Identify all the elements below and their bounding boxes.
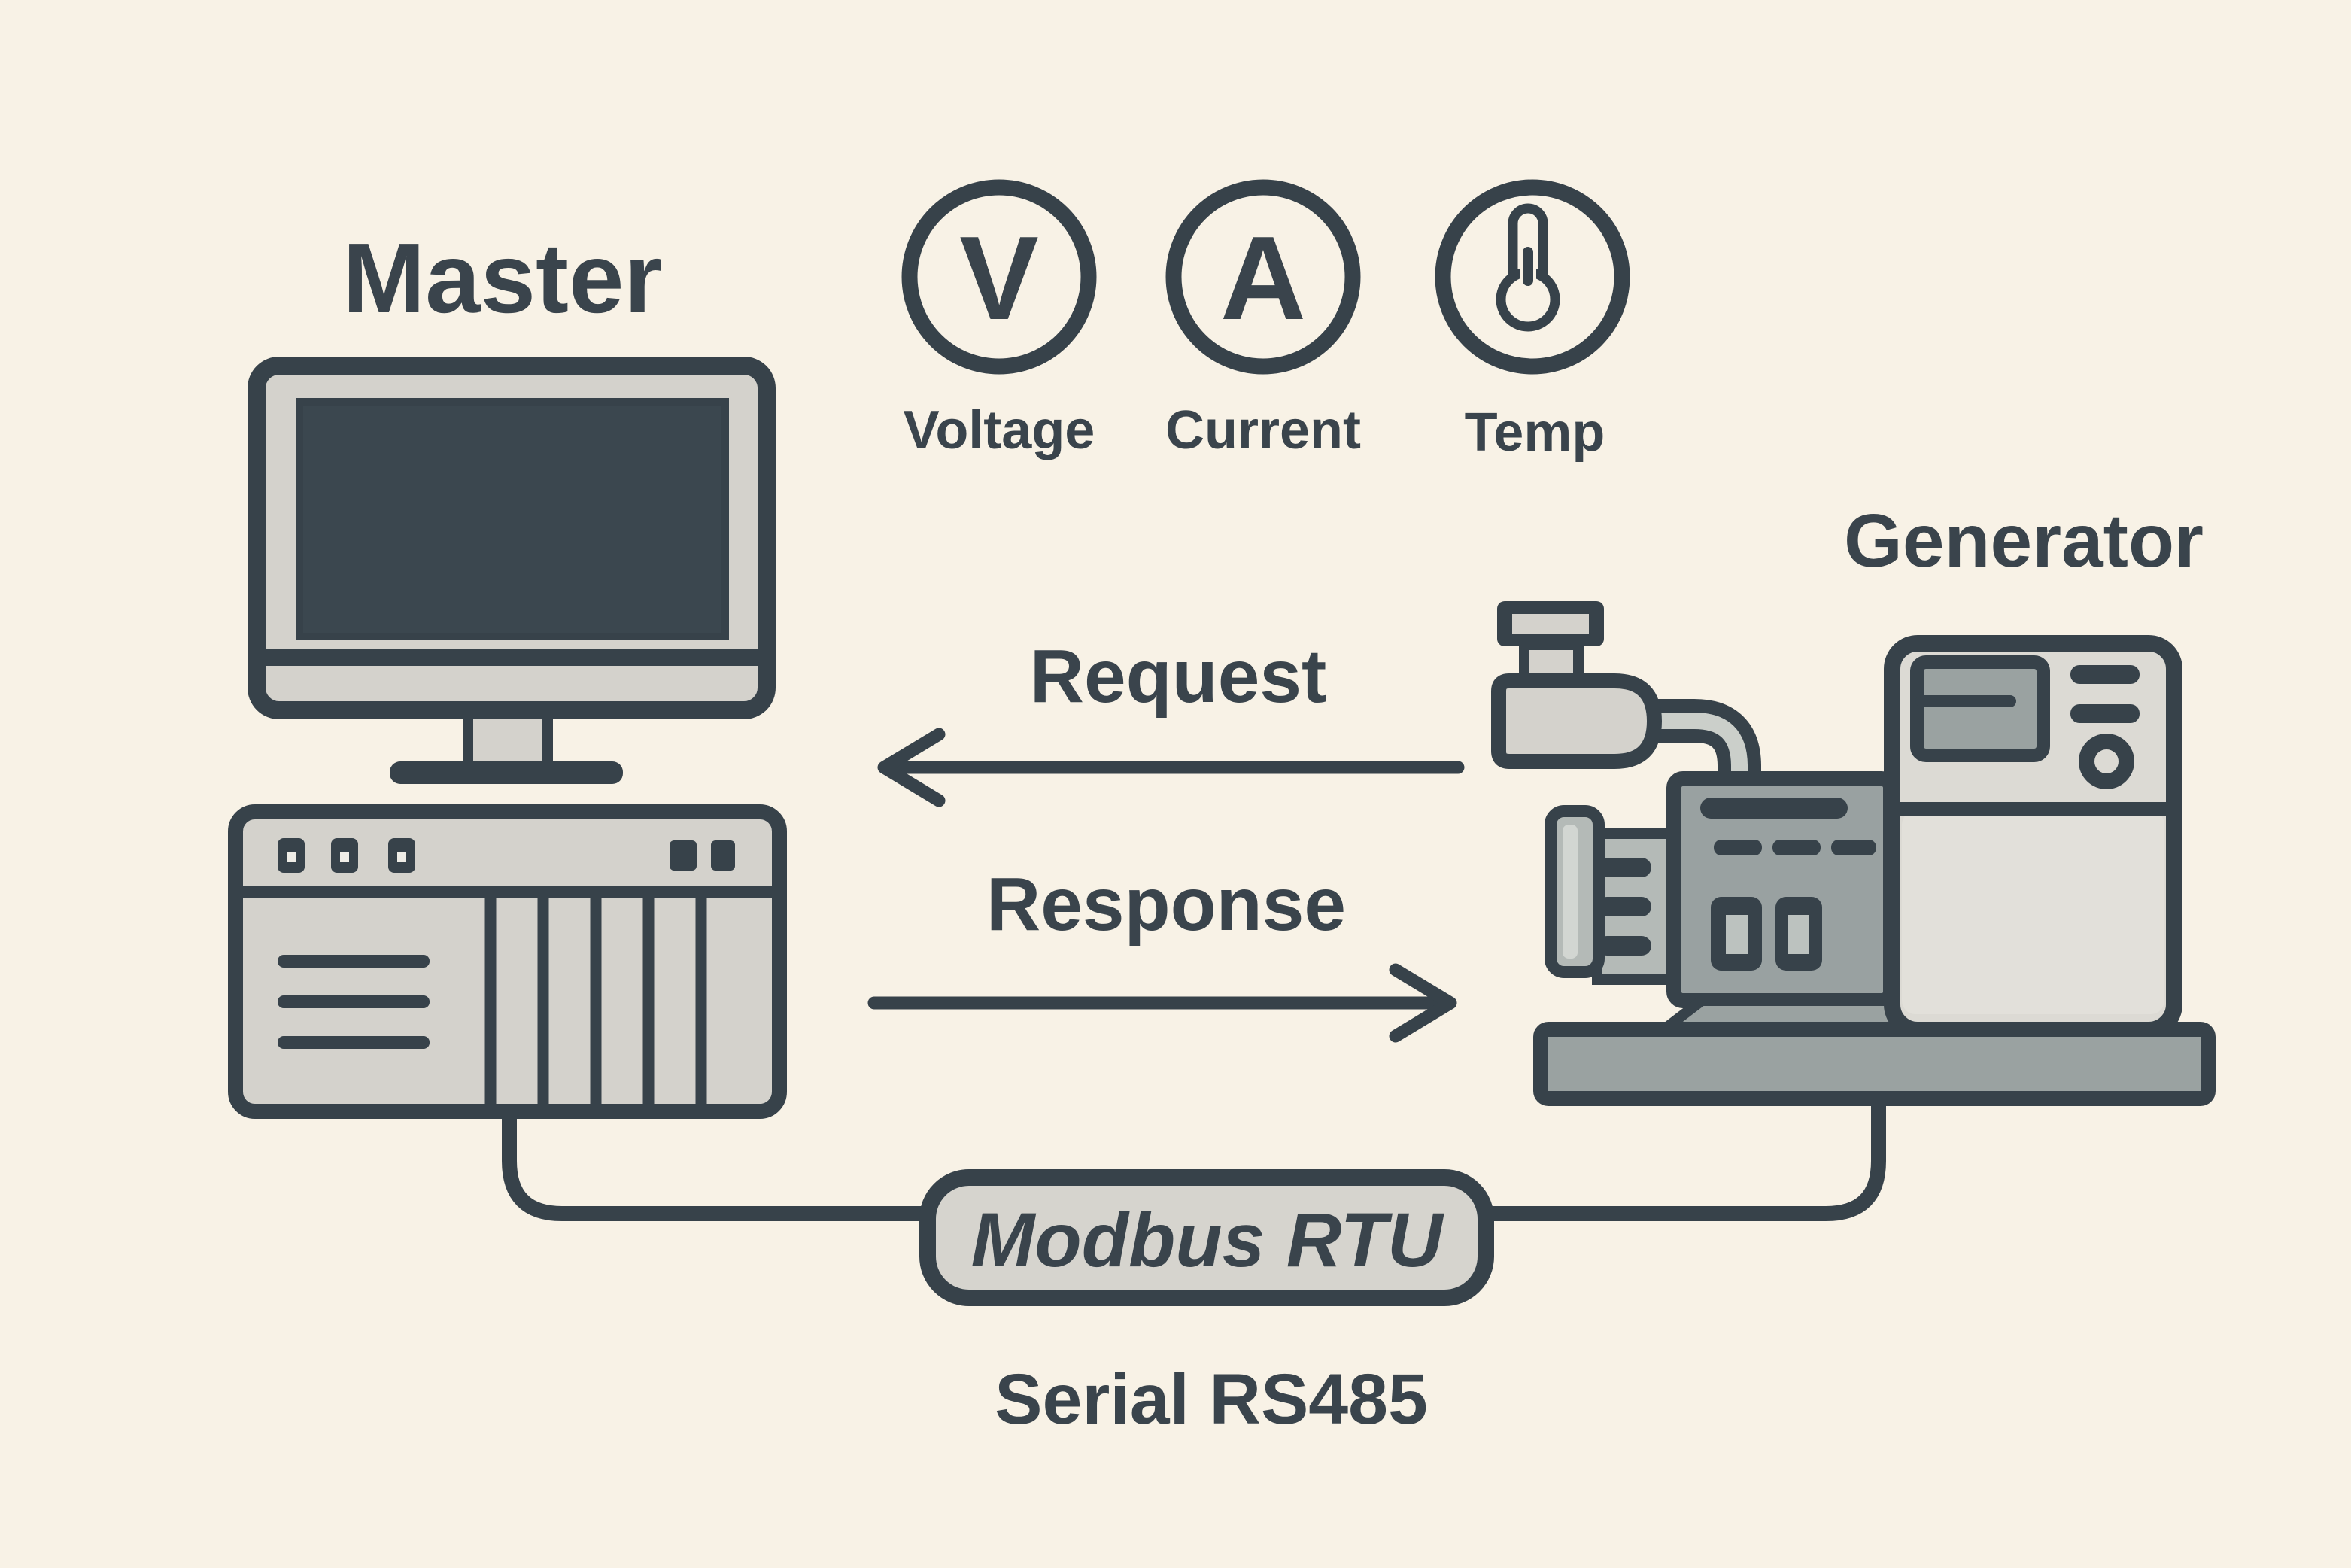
metric-current: A Current <box>1165 179 1361 460</box>
voltage-circle-icon <box>901 179 1097 375</box>
plc-unit-icon <box>228 804 787 1119</box>
current-symbol: A <box>1220 212 1306 345</box>
alternator-bracket-stripe <box>1563 825 1578 959</box>
monitor-icon <box>248 357 776 784</box>
master-label: Master <box>342 223 663 333</box>
temperature-label: Temp <box>1465 403 1605 463</box>
metric-voltage: V Voltage <box>901 179 1097 460</box>
request-arrow <box>877 728 1465 807</box>
current-circle-icon <box>1165 179 1361 375</box>
monitor-screen <box>296 398 729 640</box>
plc-module-slots <box>484 892 707 1105</box>
plc-indicator-buttons <box>278 838 735 873</box>
monitor-stand-base <box>390 761 623 784</box>
request-label: Request <box>1030 634 1327 719</box>
current-label: Current <box>1165 400 1361 460</box>
cabinet-display <box>1910 655 2050 762</box>
alternator-fins <box>1597 858 1651 956</box>
engine-block <box>1666 771 1898 1008</box>
cabinet-slot-1 <box>2070 665 2140 684</box>
control-cabinet <box>1884 635 2182 1038</box>
voltage-label: Voltage <box>904 400 1095 460</box>
protocol-badge <box>919 1169 1494 1306</box>
response-label: Response <box>986 862 1346 947</box>
physical-layer-label: Serial RS485 <box>995 1360 1428 1439</box>
generator-label: Generator <box>1844 499 2204 583</box>
generator-icon <box>1491 601 2216 1106</box>
generator-bus-cable <box>1486 1095 1886 1221</box>
thermometer-icon <box>1496 203 1560 332</box>
muffler-icon <box>1491 601 1663 769</box>
metric-temperature: Temp <box>1435 179 1630 463</box>
generator-base-platform <box>1533 1022 2216 1106</box>
generator-node: Generator <box>1486 499 2216 1221</box>
master-bus-cable <box>502 1106 928 1221</box>
cabinet-slot-2 <box>2070 704 2140 723</box>
response-arrow <box>867 963 1457 1043</box>
temperature-circle-icon <box>1435 179 1630 375</box>
protocol-label: Modbus RTU <box>970 1197 1444 1283</box>
voltage-symbol: V <box>959 212 1038 345</box>
plc-vent-lines <box>278 955 430 1049</box>
master-node: Master <box>228 223 928 1221</box>
bus: Request Response Modbus RTU Serial RS485 <box>867 634 1494 1439</box>
